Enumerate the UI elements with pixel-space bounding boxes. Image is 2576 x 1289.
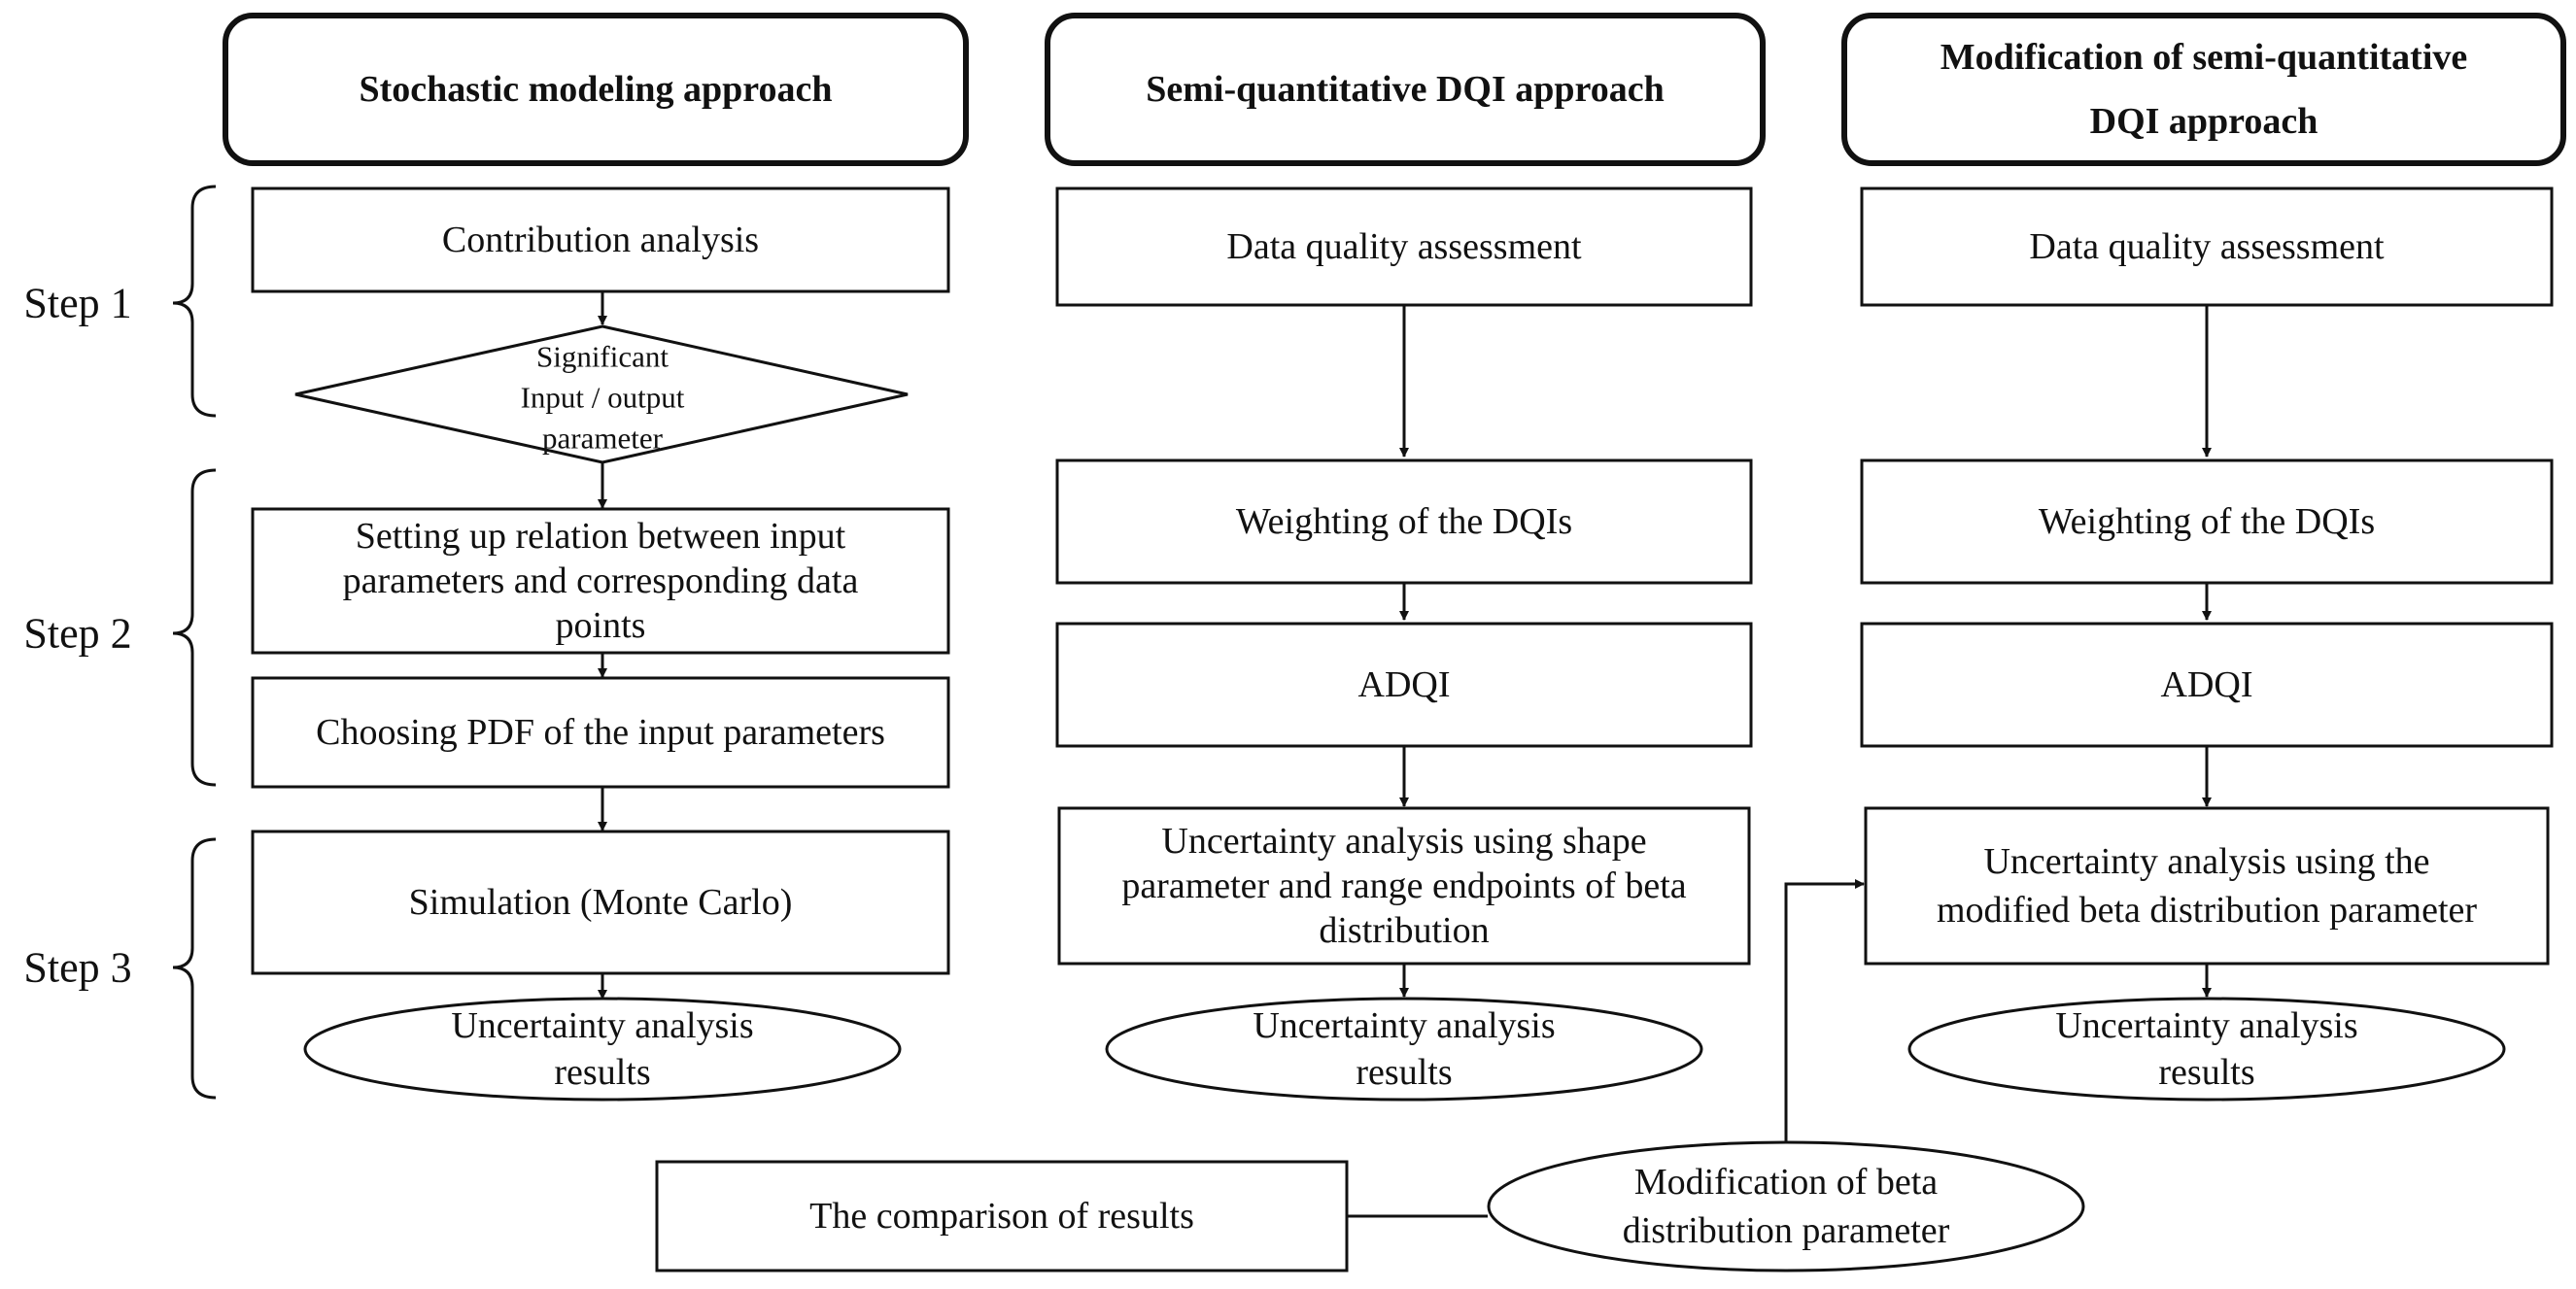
text-line: Significant [536, 340, 669, 374]
text-line: Modification of semi-quantitative [1941, 37, 2468, 78]
column-stochastic: Stochastic modeling approach Contributio… [223, 13, 969, 1102]
modified-data-quality-box [1860, 187, 2554, 307]
semi-uncertainty-box [1057, 806, 1751, 966]
text-line: Weighting of the DQIs [2039, 501, 2375, 542]
text-line: Uncertainty analysis [2055, 1005, 2357, 1046]
text-line: Simulation (Monte Carlo) [409, 882, 793, 923]
text-line: Data quality assessment [1226, 226, 1582, 267]
text-line: DQI approach [2090, 101, 2318, 142]
text-line: Setting up relation between input [356, 516, 846, 557]
modified-results-ellipse [1907, 997, 2506, 1102]
modified-uncertainty-box [1864, 806, 2550, 966]
modification-label: Modification of beta distribution paramet… [1623, 1162, 1950, 1251]
semi-header-title: Semi-quantitative DQI approach [1146, 69, 1664, 110]
text-line: Uncertainty analysis using shape [1161, 821, 1646, 862]
step-brackets: Step 1 Step 2 Step 3 [23, 185, 217, 1100]
modification-ellipse [1487, 1140, 2085, 1272]
semi-results-label: Uncertainty analysis results [1253, 1005, 1555, 1093]
stochastic-header-box [223, 13, 969, 166]
semi-data-quality-box [1055, 187, 1753, 307]
text-line: Contribution analysis [442, 220, 759, 260]
comparison-label: The comparison of results [809, 1196, 1194, 1237]
modified-adqi-box [1860, 622, 2554, 748]
text-line: parameters and corresponding data [343, 560, 859, 601]
modified-header-box [1841, 13, 2566, 166]
modified-weighting-label: Weighting of the DQIs [2039, 501, 2375, 542]
connectors [598, 291, 2212, 1218]
modified-data-quality-label: Data quality assessment [2029, 226, 2385, 267]
text-line: results [1356, 1052, 1452, 1093]
relation-setup-box [251, 507, 950, 655]
simulation-label: Simulation (Monte Carlo) [409, 882, 793, 923]
text-line: Choosing PDF of the input parameters [316, 712, 885, 753]
text-line: Semi-quantitative DQI approach [1146, 69, 1664, 110]
step-2-bracket [172, 468, 217, 787]
text-line: The comparison of results [809, 1196, 1194, 1237]
text-line: Data quality assessment [2029, 226, 2385, 267]
column-semi-quantitative: Semi-quantitative DQI approach Data qual… [1045, 13, 1766, 1102]
text-line: results [2158, 1052, 2254, 1093]
text-line: Weighting of the DQIs [1236, 501, 1572, 542]
choosing-pdf-label: Choosing PDF of the input parameters [316, 712, 885, 753]
significant-parameter-decision [294, 324, 909, 464]
text-line: Uncertainty analysis [1253, 1005, 1555, 1046]
text-line: Uncertainty analysis using the [1983, 841, 2429, 882]
stochastic-header-title: Stochastic modeling approach [359, 69, 832, 110]
modified-uncertainty-label: Uncertainty analysis using the modified b… [1937, 841, 2477, 931]
text-line: parameter and range endpoints of beta [1121, 865, 1686, 906]
text-line: parameter [542, 422, 664, 456]
text-line: Stochastic modeling approach [359, 69, 832, 110]
step-2-label: Step 2 [23, 610, 131, 658]
modified-adqi-label: ADQI [2161, 664, 2253, 705]
stochastic-results-label: Uncertainty analysis results [451, 1005, 753, 1093]
semi-header-box [1045, 13, 1766, 166]
text-line: ADQI [2161, 664, 2253, 705]
step-3-bracket [172, 837, 217, 1100]
semi-results-ellipse [1105, 997, 1703, 1102]
step-1-bracket [172, 185, 217, 418]
text-line: ADQI [1358, 664, 1451, 705]
arrow-modification-to-uncertainty-mod [1784, 879, 1865, 1142]
step-1-label: Step 1 [23, 280, 131, 327]
comparison-box [655, 1160, 1349, 1272]
semi-adqi-box [1055, 622, 1753, 748]
text-line: distribution [1319, 910, 1489, 951]
choosing-pdf-box [251, 676, 950, 789]
text-line: Uncertainty analysis [451, 1005, 753, 1046]
semi-adqi-label: ADQI [1358, 664, 1451, 705]
modified-results-label: Uncertainty analysis results [2055, 1005, 2357, 1093]
bottom-row: The comparison of results Modification o… [655, 1140, 2085, 1272]
modified-weighting-box [1860, 458, 2554, 585]
text-line: modified beta distribution parameter [1937, 890, 2477, 931]
semi-data-quality-label: Data quality assessment [1226, 226, 1582, 267]
text-line: points [556, 605, 646, 646]
contribution-analysis-box [251, 187, 950, 293]
simulation-box [251, 830, 950, 975]
step-3-label: Step 3 [23, 944, 131, 992]
semi-weighting-box [1055, 458, 1753, 585]
text-line: results [554, 1052, 650, 1093]
text-line: distribution parameter [1623, 1210, 1950, 1251]
stochastic-results-ellipse [303, 997, 902, 1102]
semi-weighting-label: Weighting of the DQIs [1236, 501, 1572, 542]
contribution-analysis-label: Contribution analysis [442, 220, 759, 260]
text-line: Modification of beta [1634, 1162, 1938, 1203]
text-line: Input / output [521, 381, 685, 415]
